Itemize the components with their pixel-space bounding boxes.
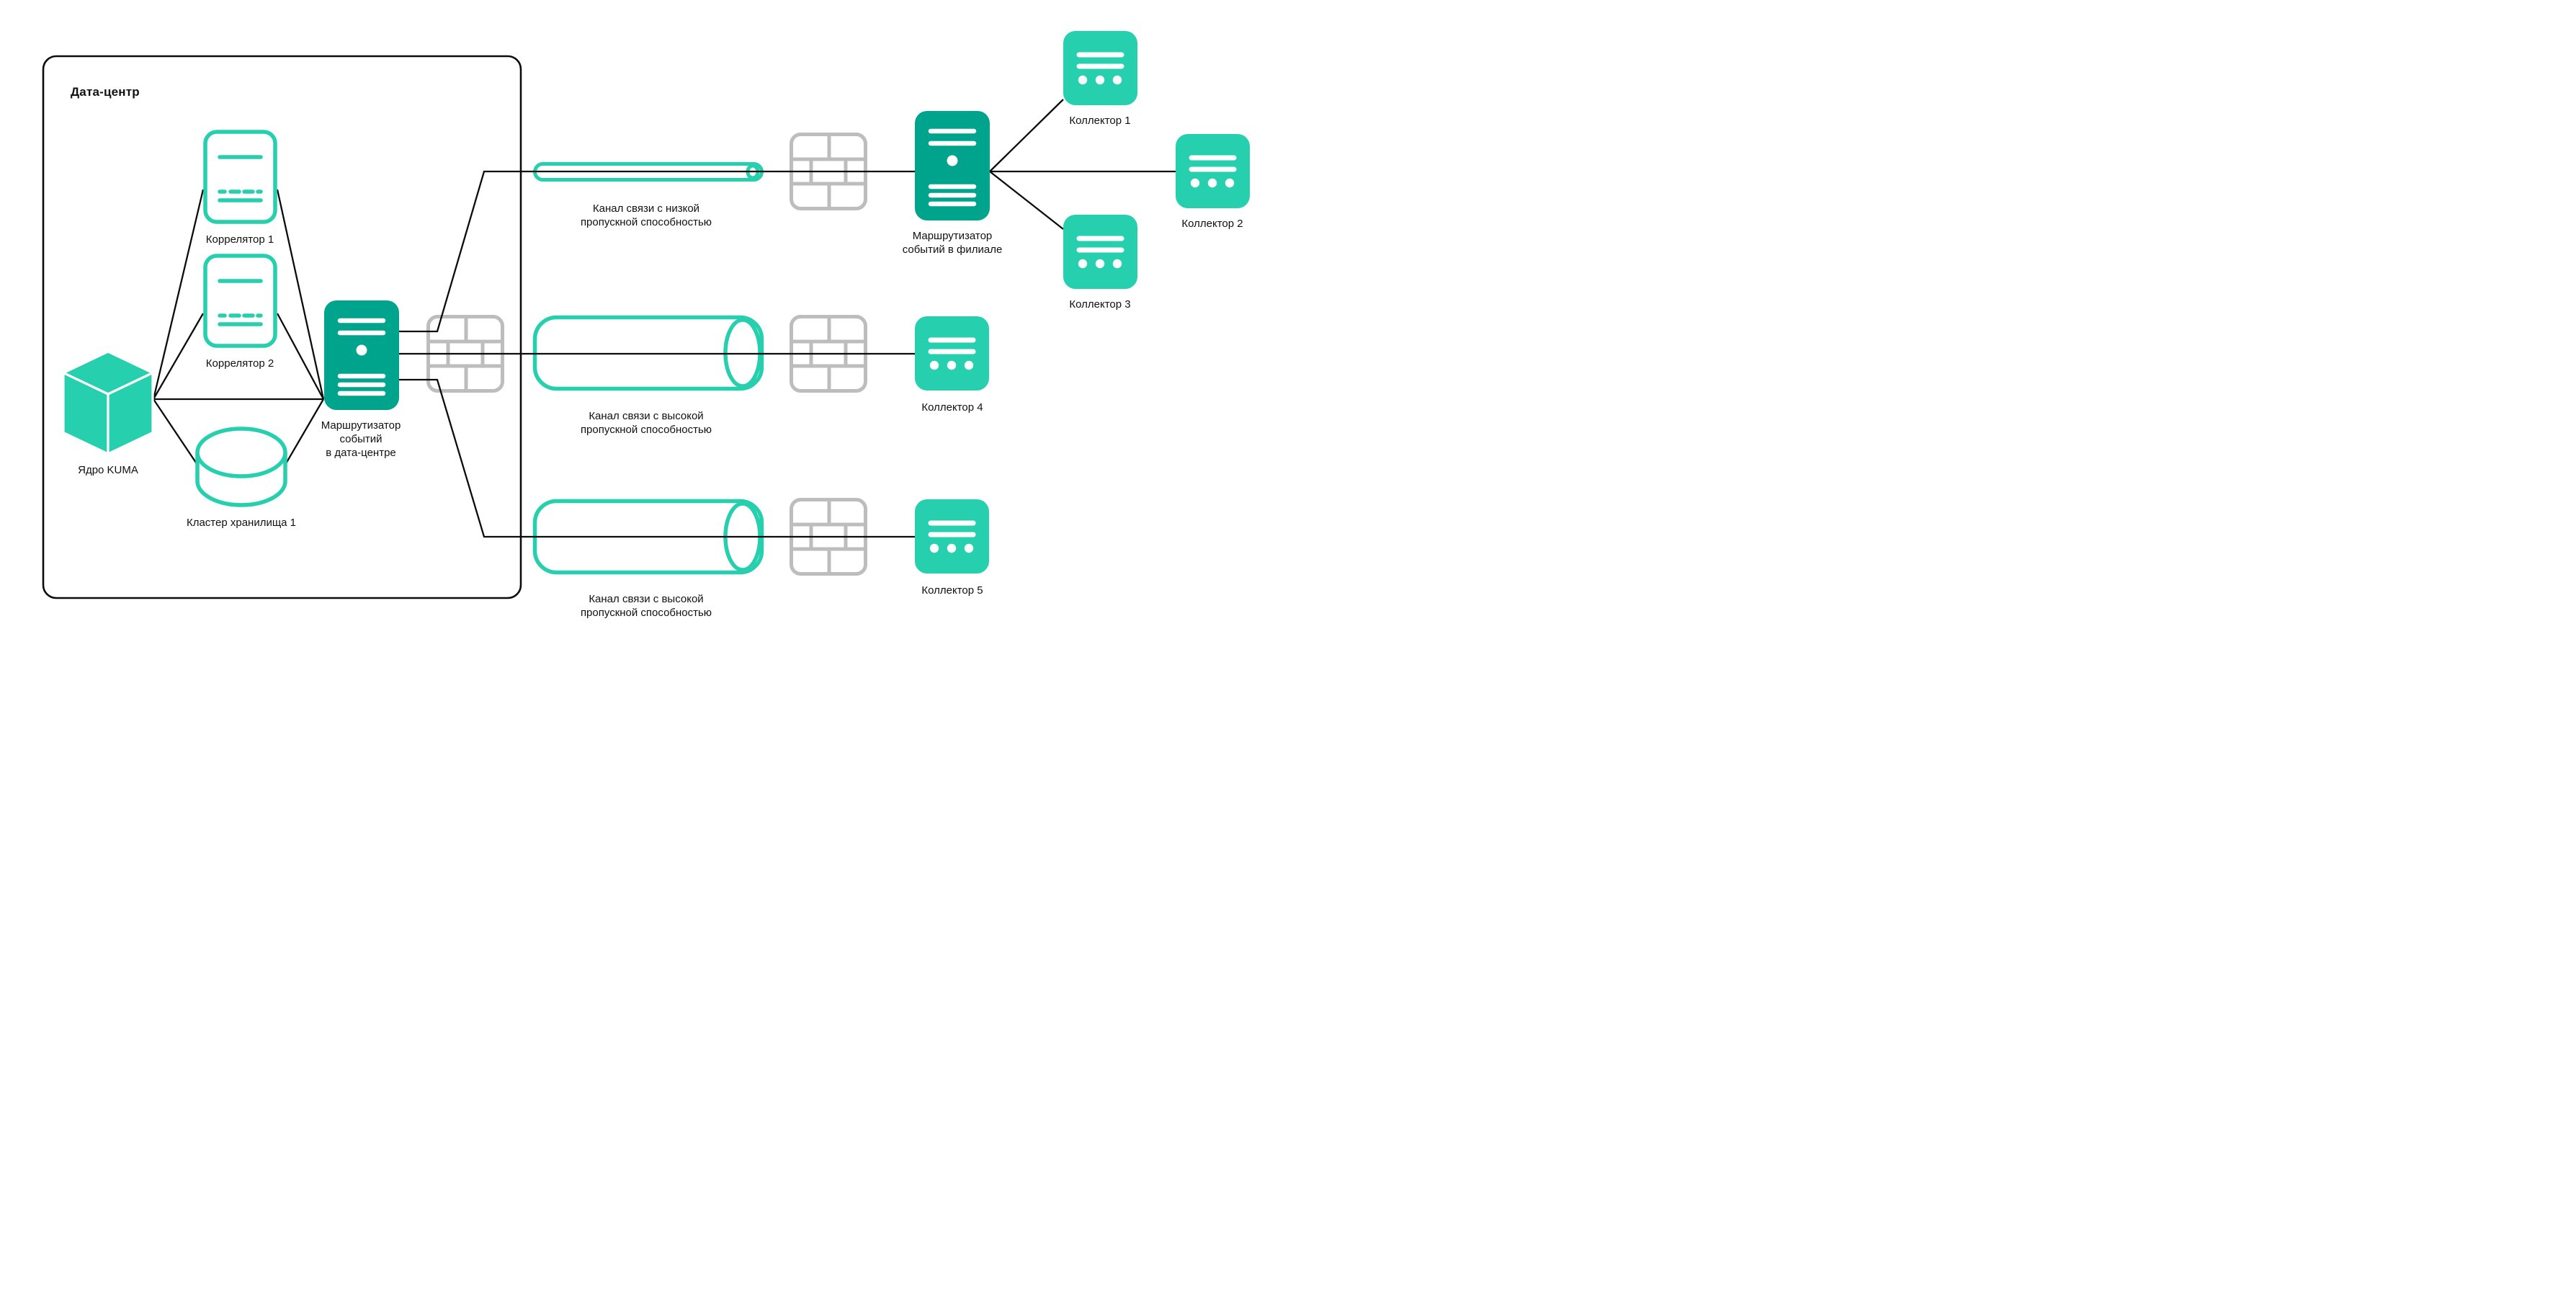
database-cylinder-icon [195, 427, 287, 507]
channel-high2-label: Канал связи с высокой пропускной способн… [580, 593, 712, 619]
link-branch-router-collector3 [989, 171, 1064, 230]
link-correlator2-dc-router [276, 313, 325, 400]
server-icon [915, 111, 990, 220]
link-correlator1-dc-router [276, 189, 325, 400]
collector5-label: Коллектор 5 [921, 584, 983, 597]
link-storage-dc-router [285, 398, 324, 465]
collector2-label: Коллектор 2 [1181, 218, 1243, 230]
datacenter-title: Дата-центр [71, 85, 140, 99]
cube-icon [62, 350, 154, 455]
collector-card-icon [1063, 31, 1137, 105]
diagram-canvas [42, 0, 1288, 599]
server-icon [324, 300, 399, 410]
dc-event-router-label: Маршрутизатор событий в дата-центре [321, 419, 401, 459]
correlator1-label: Коррелятор 1 [205, 233, 274, 246]
link-dc-router-collector5 [398, 378, 915, 538]
diagram-stage: Дата-центр Коррелятор 1 Коррелятор 2 Кла… [0, 0, 1288, 647]
channel-high1-label: Канал связи с высокой пропускной способн… [580, 410, 712, 436]
collector4-label: Коллектор 4 [921, 401, 983, 414]
correlator2-label: Коррелятор 2 [205, 357, 274, 370]
collector-card-icon [1176, 134, 1250, 208]
collector-card-icon [915, 499, 989, 574]
collector1-label: Коллектор 1 [1069, 115, 1131, 127]
storage-cluster1-label: Кластер хранилища 1 [186, 517, 297, 529]
branch-event-router-label: Маршрутизатор событий в филиале [902, 230, 1003, 256]
channel-low-label: Канал связи с низкой пропускной способно… [580, 202, 712, 228]
kuma-core-label: Ядро KUMA [78, 464, 138, 476]
link-kuma-correlator1 [152, 189, 205, 400]
datacenter-boundary [42, 55, 522, 599]
collector-card-icon [915, 316, 989, 391]
link-kuma-storage [153, 398, 198, 465]
link-dc-router-branch-router [398, 170, 915, 333]
collector3-label: Коллектор 3 [1069, 298, 1131, 311]
connection-lines [152, 99, 1176, 538]
correlator-document-icon [205, 132, 275, 222]
link-kuma-correlator2 [153, 313, 204, 400]
collector-card-icon [1063, 215, 1137, 289]
link-branch-router-collector1 [989, 99, 1064, 172]
correlator-document-icon [205, 256, 275, 346]
